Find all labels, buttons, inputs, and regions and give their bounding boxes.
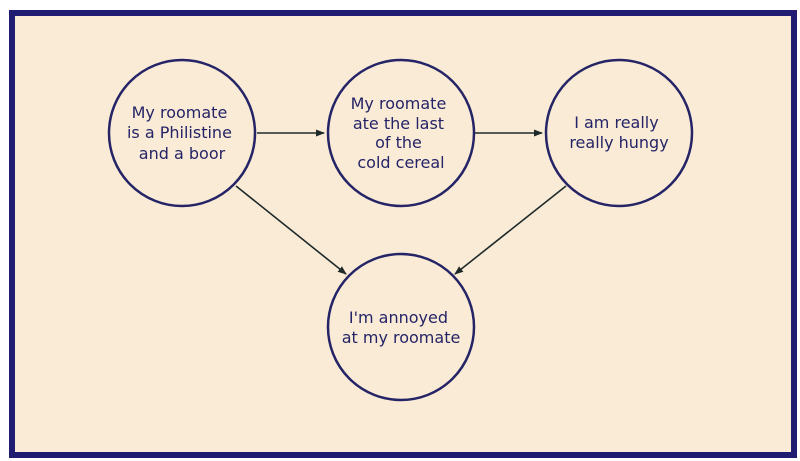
node-cereal-line-2: ate the last	[353, 114, 444, 133]
node-annoyed-label: I'm annoyed at my roomate	[342, 308, 461, 347]
node-cereal-label: My roomate ate the last of the cold cere…	[351, 94, 452, 172]
node-annoyed-line-1: I'm annoyed	[349, 308, 448, 327]
node-hungry-line-1: I am really	[574, 113, 659, 132]
edges-layer	[235, 129, 567, 275]
node-philistine-line-3: and a boor	[139, 144, 226, 163]
node-philistine[interactable]: My roomate is a Philistine and a boor	[107, 58, 257, 208]
node-hungry[interactable]: I am really really hungy	[544, 58, 694, 208]
node-cereal-circle	[326, 58, 476, 208]
node-annoyed[interactable]: I'm annoyed at my roomate	[326, 252, 476, 402]
node-cereal-line-1: My roomate	[351, 94, 447, 113]
node-annoyed-circle	[326, 252, 476, 402]
node-hungry-line-2: really hungy	[569, 133, 668, 152]
node-philistine-line-2: is a Philistine	[127, 123, 232, 142]
node-annoyed-line-2: at my roomate	[342, 328, 461, 347]
node-cereal-line-3: of the	[375, 133, 422, 152]
edge-hungry-to-annoyed	[454, 185, 567, 275]
node-hungry-label: I am really really hungy	[569, 113, 668, 152]
node-philistine-line-1: My roomate	[132, 103, 228, 122]
node-philistine-circle	[107, 58, 257, 208]
edge-philistine-to-annoyed	[235, 185, 347, 275]
node-cereal-line-4: cold cereal	[357, 153, 444, 172]
node-hungry-circle	[544, 58, 694, 208]
node-philistine-label: My roomate is a Philistine and a boor	[127, 103, 237, 163]
node-cereal[interactable]: My roomate ate the last of the cold cere…	[326, 58, 476, 208]
